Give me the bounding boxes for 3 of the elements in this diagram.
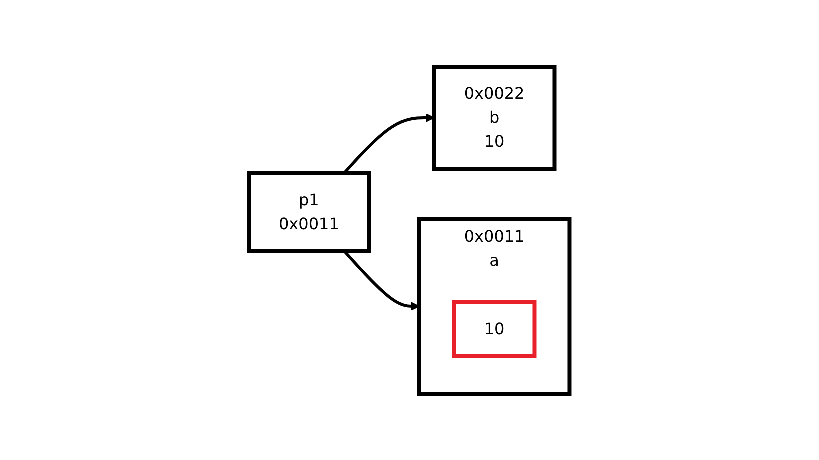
node-box: p1 0x0011 [247,170,372,253]
node-box: 0x0022 b 10 [432,64,557,170]
node-box: 10 [452,300,537,358]
